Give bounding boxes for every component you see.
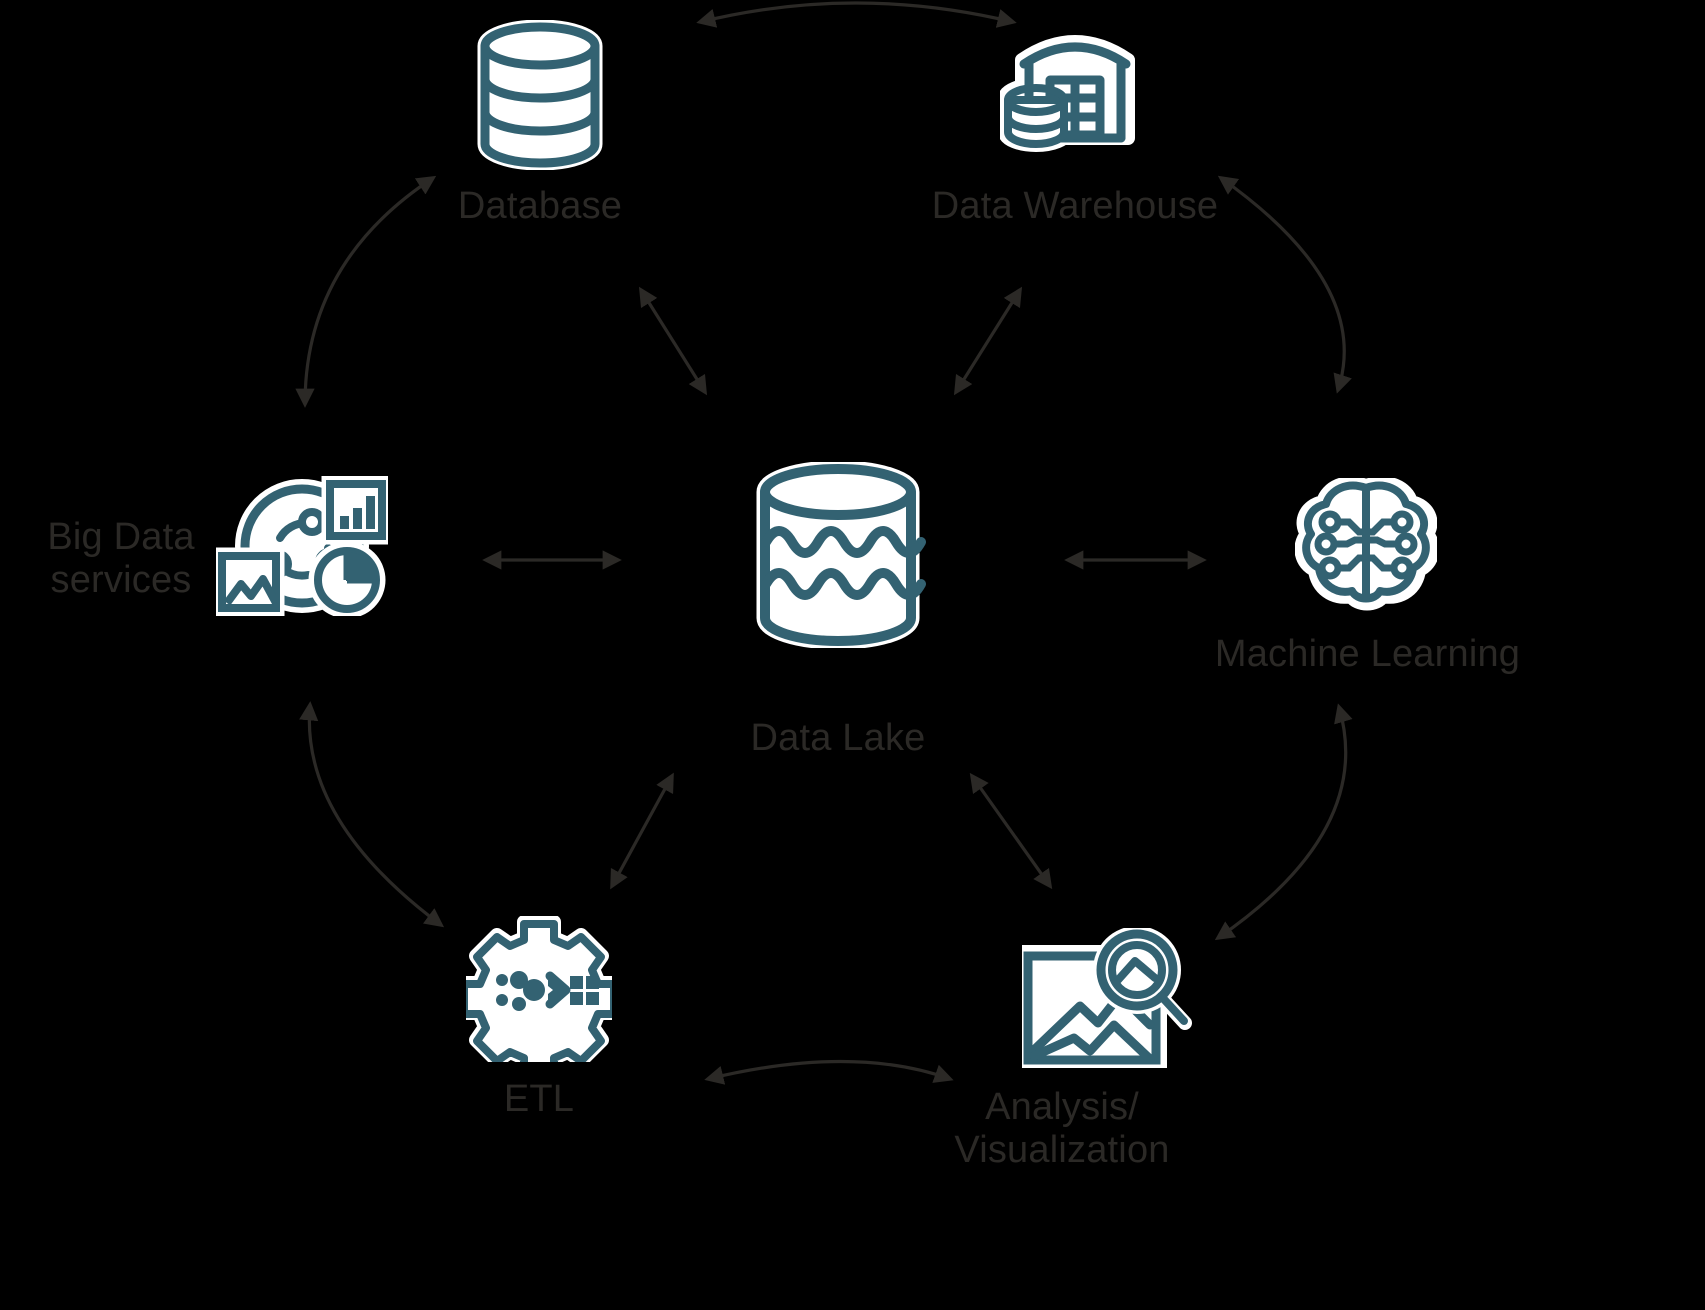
database-waves-icon	[748, 462, 928, 648]
arrow-etl-bigdata	[299, 701, 445, 928]
label-analysis-visualization: Analysis/ Visualization	[954, 1086, 1170, 1171]
label-etl: ETL	[503, 1078, 575, 1120]
arrow-analysis-etl	[704, 1059, 954, 1085]
label-machine-learning: Machine Learning	[1214, 633, 1521, 675]
arrow-database-datalake	[638, 286, 708, 396]
brain-circuit-icon	[1295, 478, 1437, 614]
label-database: Database	[457, 185, 623, 227]
label-big-data-services: Big Data services	[47, 516, 195, 601]
label-data-warehouse: Data Warehouse	[931, 185, 1219, 227]
arrow-ml-analysis	[1214, 703, 1353, 941]
big-data-analytics-icon	[216, 476, 388, 616]
arrow-database-warehouse	[696, 1, 1017, 28]
image-magnifier-chart-icon	[1022, 928, 1192, 1068]
database-cylinder-icon	[470, 20, 610, 170]
label-data-lake: Data Lake	[750, 717, 926, 759]
arrow-etl-datalake	[610, 772, 674, 890]
gear-data-transform-icon	[466, 916, 612, 1062]
arrow-analysis-datalake	[969, 772, 1053, 890]
arrow-warehouse-datalake	[953, 286, 1023, 396]
warehouse-building-icon	[1000, 20, 1150, 168]
